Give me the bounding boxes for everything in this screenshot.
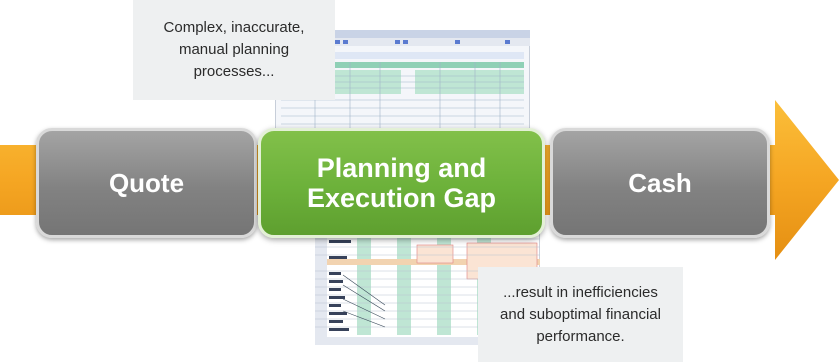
stage-cash-label: Cash [628,167,692,198]
stage-quote-label: Quote [108,167,185,198]
callout-top: Complex, inaccurate, manual planning pro… [133,0,335,100]
spreadsheet-image-top [275,30,530,135]
stage-planning-execution-gap: Planning and Execution Gap [258,128,545,238]
callout-bottom-text: ...result in inefficiencies and suboptim… [500,283,661,345]
callout-bottom: ...result in inefficiencies and suboptim… [478,267,683,362]
callout-top-text: Complex, inaccurate, manual planning pro… [163,19,305,80]
stage-gap-label: Planning and Execution Gap [306,153,497,213]
stage-quote: Quote [36,128,257,238]
stage-cash: Cash [550,128,770,238]
